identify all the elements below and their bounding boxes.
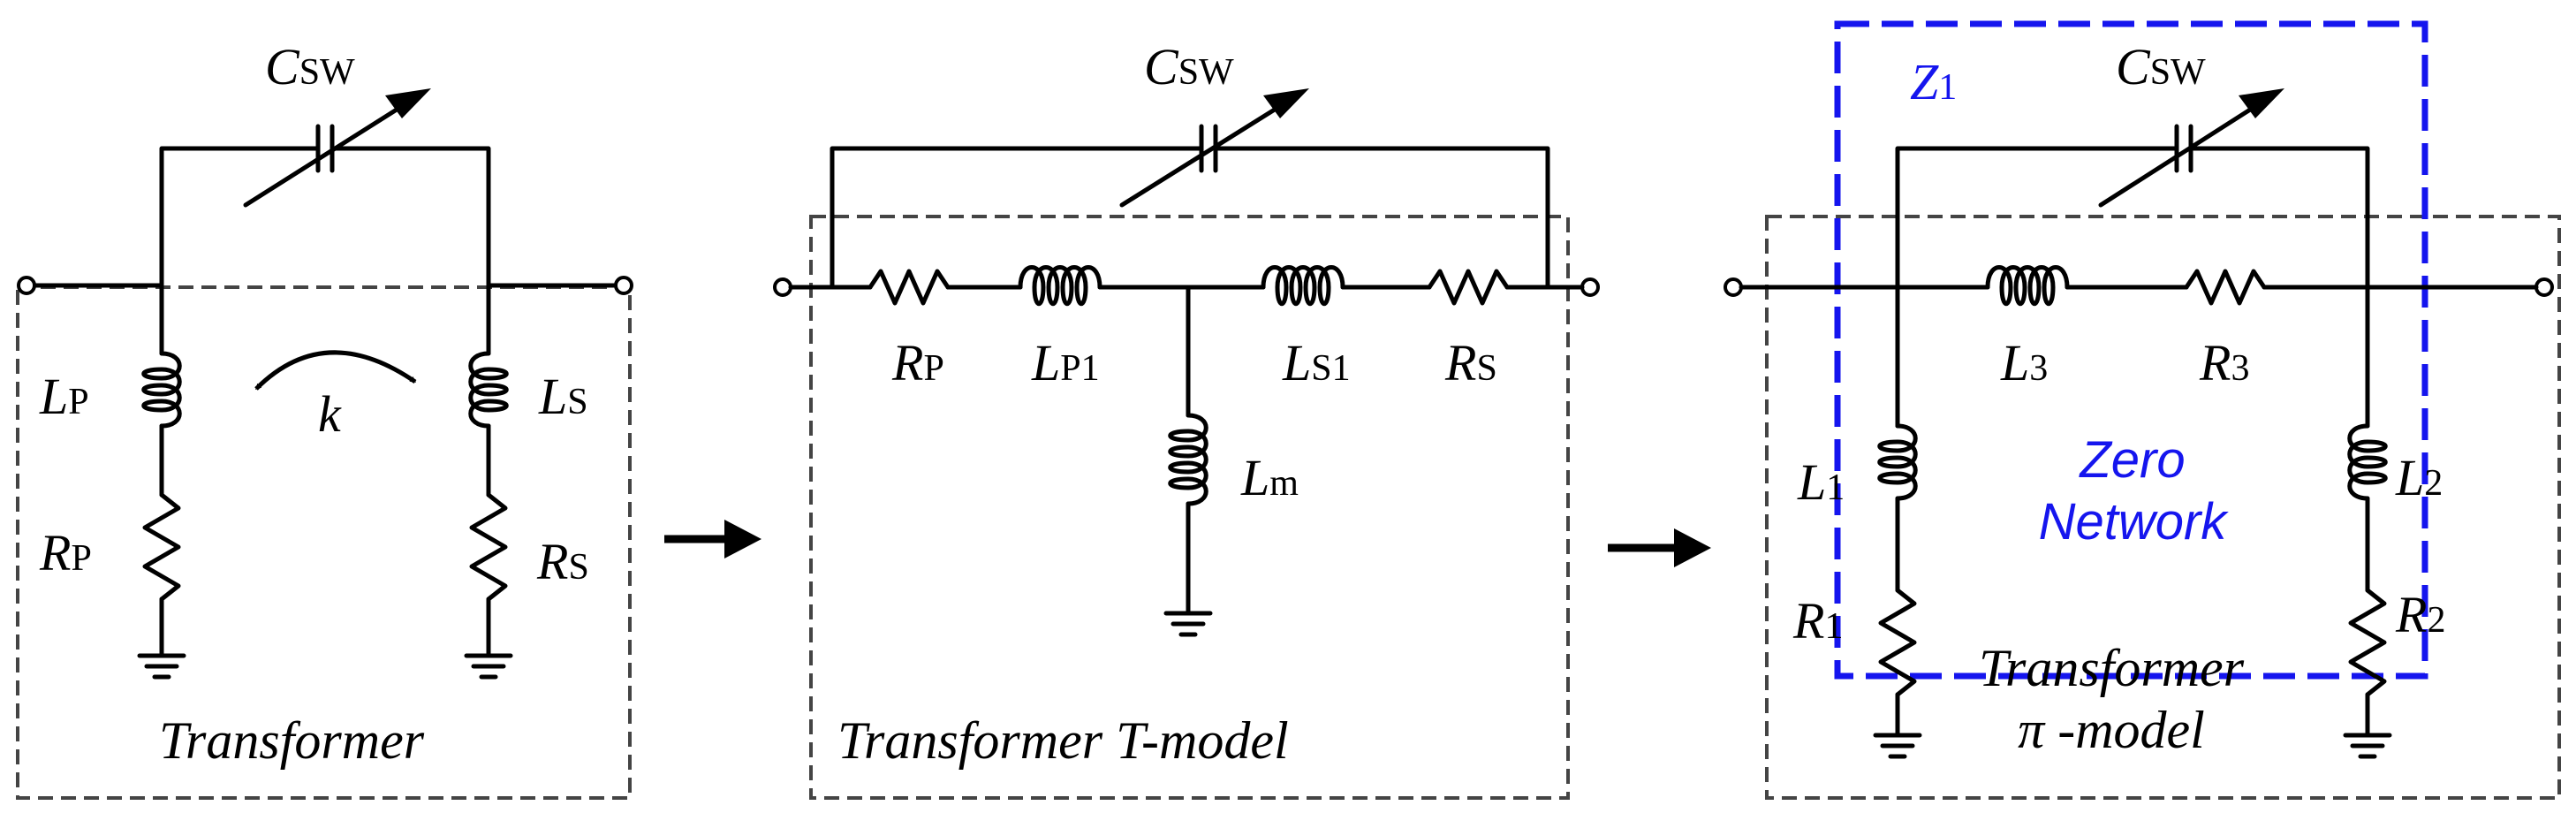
p2-caption: Transformer T-model [837,711,1289,770]
p3-l3-label: L3 [2000,334,2048,391]
p2-csw-label: CSW [1144,38,1234,95]
p2-ls1-label: LS1 [1282,334,1351,391]
p1-k-label: k [318,385,342,443]
p2-right-terminal [1580,277,1600,297]
panel-pi-model: CSW Z1 L3 R3 L1 [1724,20,2561,800]
p1-ground-right [464,653,513,680]
panel-transformer: CSW k LP RP LS RS [16,38,633,800]
p3-z1-label: Z1 [1910,53,1957,110]
zero-network-box [1834,20,2428,680]
p2-lp1-inductor [1018,265,1102,307]
p1-coupling-arrow [254,350,417,391]
p1-left-terminal [17,276,36,295]
p3-csw-label: CSW [2116,38,2206,95]
p2-lm-label: Lm [1240,449,1299,506]
p3-l2-label: L2 [2395,449,2443,506]
p2-rp-label: RP [891,334,944,391]
p2-rp-resistor [868,269,951,306]
p1-caption: Transformer [159,711,425,770]
p3-ground-right [2343,733,2392,759]
step-arrow-1 [664,520,761,558]
p2-lm-inductor [1168,413,1208,506]
p2-top-wire [830,146,1550,288]
p1-rp-label: RP [39,524,92,581]
p3-r3-label: R3 [2199,334,2249,391]
p1-ground-left [137,653,186,680]
p3-right-terminal [2534,277,2554,297]
p2-rs-resistor [1427,269,1510,306]
p1-top-wire [159,146,491,288]
pi-model-box [1765,215,2561,800]
p3-top-wire [1895,146,2370,290]
p3-l3-inductor [1985,265,2070,307]
p3-l1-inductor [1877,423,1918,501]
step-arrow-2 [1608,528,1711,567]
p3-r2-label: R2 [2395,586,2445,643]
p2-lp1-label: LP1 [1031,334,1100,391]
p3-r1-resistor [1878,588,1917,697]
p1-csw-label: CSW [265,38,355,95]
p1-csw-capacitor [243,88,431,208]
t-model-box [809,215,1570,800]
p3-csw-capacitor [2098,88,2284,208]
p2-rs-label: RS [1444,334,1497,391]
transformer-box [16,285,632,800]
zero-network-label-line2: Network [2039,493,2230,551]
p2-ground [1163,611,1213,637]
p1-rp-resistor [142,492,181,602]
p3-caption-line2: π -model [2018,701,2205,759]
zero-network-label-line1: Zero [2078,431,2185,489]
p1-rs-resistor [469,492,508,602]
p2-left-terminal [773,277,792,297]
p2-ls1-inductor [1261,265,1345,307]
p1-lp-label: LP [39,368,89,425]
p1-right-terminal [614,276,633,295]
p3-l2-inductor [2347,423,2388,501]
p3-r1-label: R1 [1792,592,1843,650]
p1-lp-inductor [141,351,182,429]
panel-t-model: CSW RP LP1 LS1 RS Lm Transformer T-model [773,38,1600,800]
p3-l1-label: L1 [1797,453,1845,511]
p3-left-terminal [1724,277,1743,297]
p3-r3-resistor [2184,269,2267,306]
p1-rs-label: RS [536,533,589,590]
p1-ls-label: LS [538,368,588,425]
p1-ls-inductor [468,351,509,429]
p2-csw-capacitor [1119,88,1309,208]
p3-caption-line1: Transformer [1979,639,2245,697]
p3-r2-resistor [2348,588,2387,697]
p3-ground-left [1873,733,1922,759]
